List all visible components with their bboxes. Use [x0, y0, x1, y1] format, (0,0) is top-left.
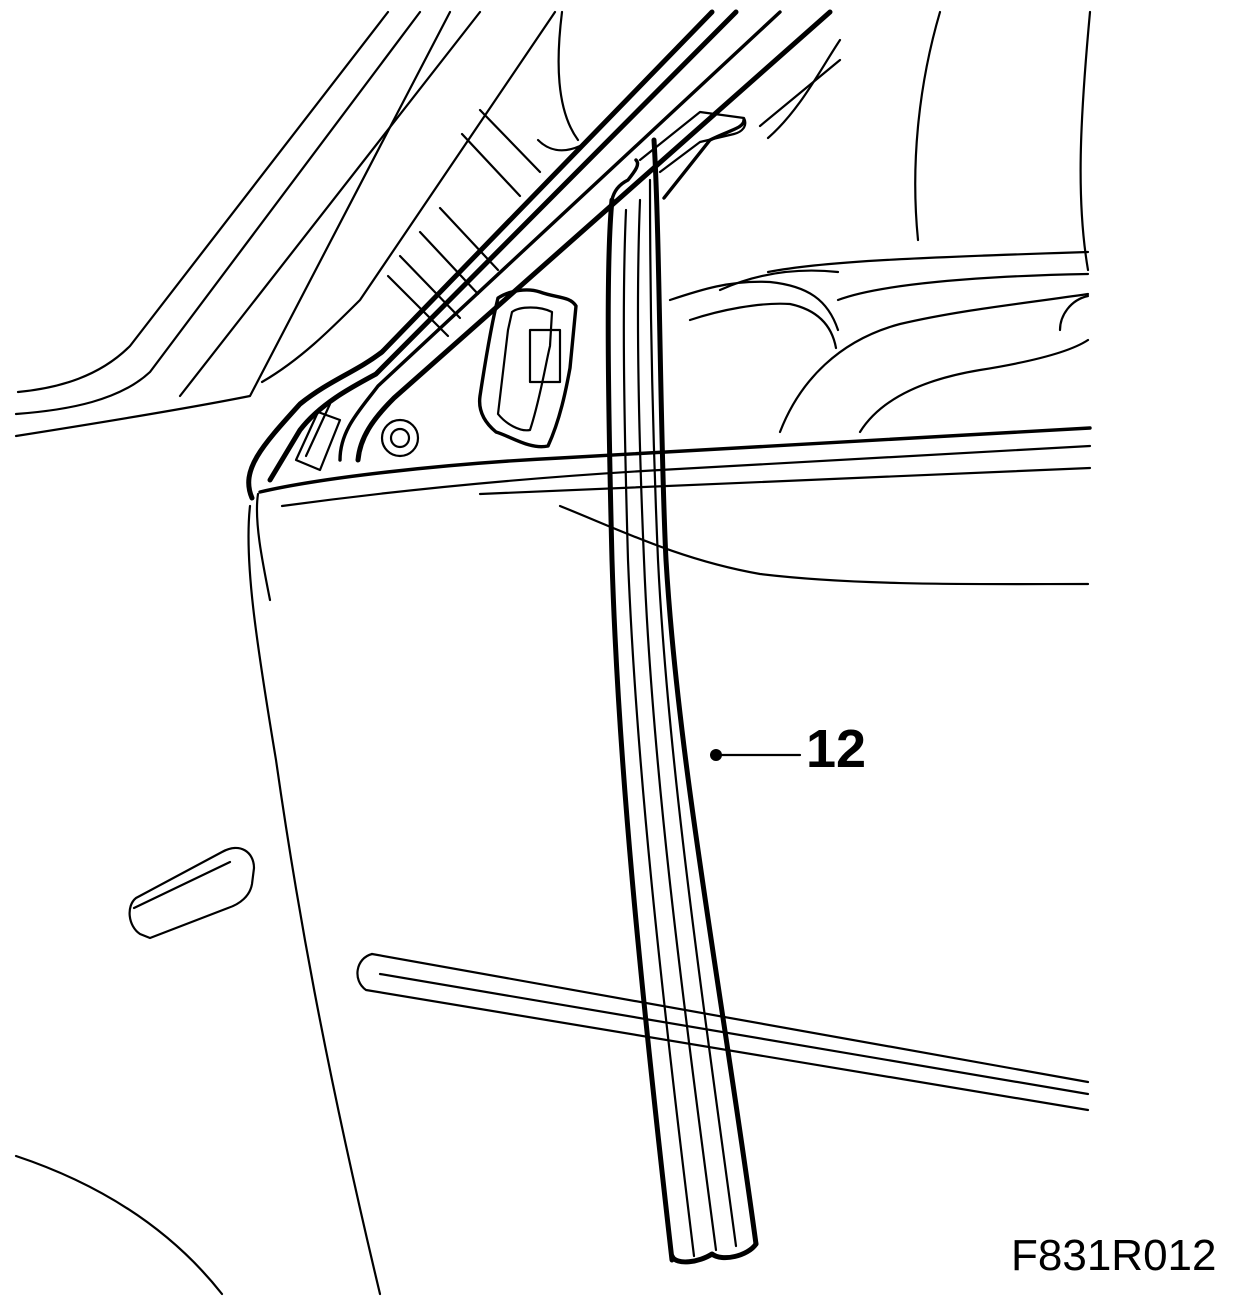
callout-leader	[710, 749, 802, 761]
window-frame	[246, 9, 833, 501]
door-front-edge	[14, 492, 382, 1296]
roof-pillar-lines	[14, 10, 557, 438]
mirror-bracket	[380, 288, 578, 458]
door-seal-strip	[605, 137, 759, 1265]
belt-line	[258, 426, 1092, 586]
figure-code: F831R012	[1011, 1231, 1217, 1280]
door-trim-molding	[356, 952, 1090, 1112]
fender-handle	[128, 846, 256, 940]
interior-pillar-stripes	[386, 10, 582, 338]
interior-seats	[668, 10, 1092, 434]
callout-label-12: 12	[806, 719, 867, 779]
